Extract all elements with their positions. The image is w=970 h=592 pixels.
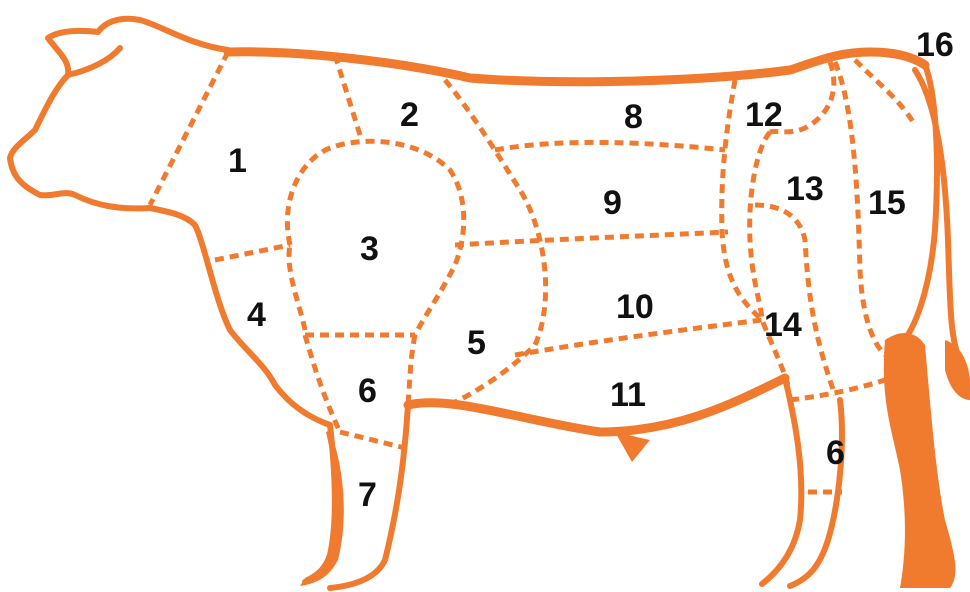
ear-outline [68,48,120,75]
belly-flap [615,432,650,462]
tail-tuft [945,340,970,400]
cut-label-15: 15 [868,184,906,222]
front-leg-shadow [300,430,344,586]
cut-label-13: 13 [786,170,824,208]
cut-label-6-front: 6 [358,372,377,410]
cut-label-16: 16 [916,26,954,64]
cut-label-10: 10 [616,288,654,326]
cut-label-11: 11 [610,376,646,414]
cut-label-4: 4 [247,296,266,334]
cut-label-6-rear: 6 [826,434,845,472]
cut-label-2: 2 [400,96,419,134]
cut-label-14: 14 [764,306,802,344]
back-outline [228,52,925,82]
cut-label-1: 1 [228,142,247,180]
cut-label-7: 7 [358,476,377,514]
cut-label-8: 8 [624,98,643,136]
rear-leg-shadow [884,333,956,588]
cut-label-12: 12 [745,96,783,134]
cow-outline [10,19,970,588]
cut-label-5: 5 [467,324,486,362]
cut-label-9: 9 [603,184,622,222]
cut-lines [150,52,915,492]
rear-leg-front-outline [762,378,801,584]
chest-outline [150,208,330,425]
belly-outline [408,378,785,432]
cut-label-3: 3 [360,230,379,268]
